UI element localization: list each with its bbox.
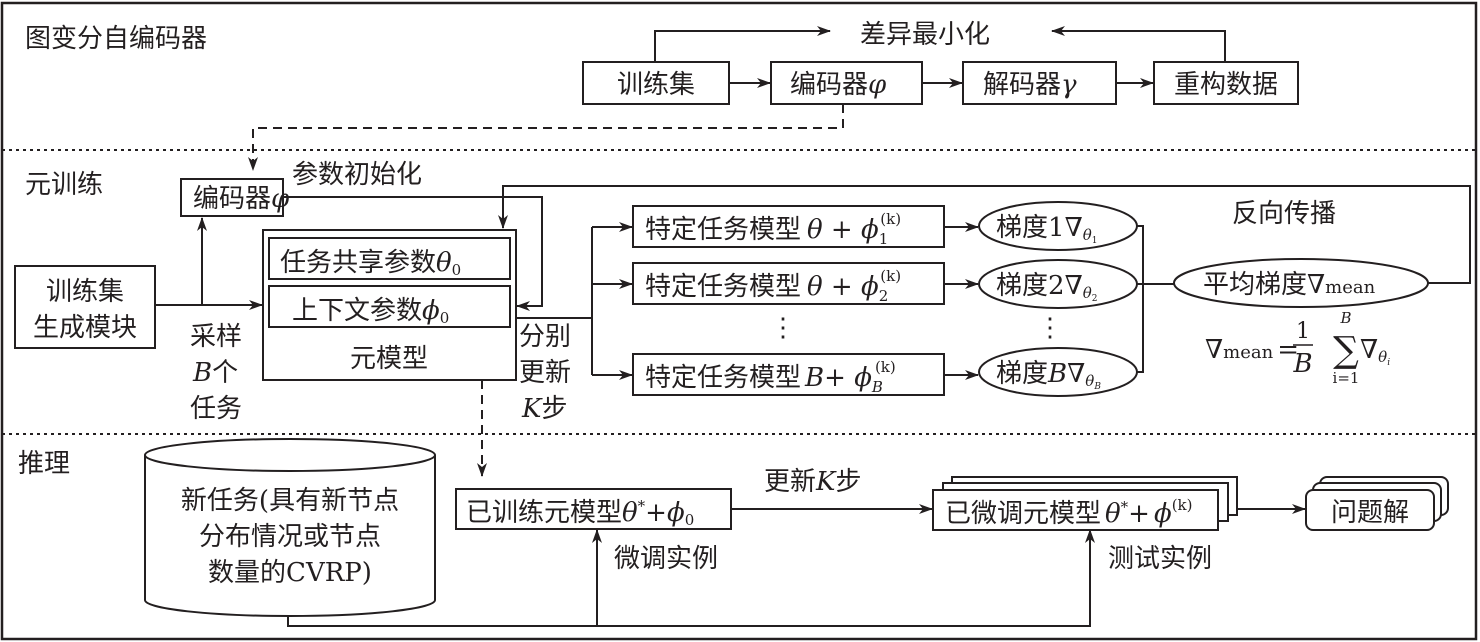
vgae-reconstructed-label: 重构数据 bbox=[1174, 70, 1278, 100]
trained-meta-model-box: 已训练元模型θ*+ϕ0 bbox=[455, 488, 732, 530]
new-task-database: 新任务(具有新节点 分布情况或节点 数量的CVRP) bbox=[144, 438, 436, 617]
backprop-label: 反向传播 bbox=[1232, 199, 1336, 229]
finetune-instances-label: 微调实例 bbox=[614, 544, 718, 574]
mean-gradient-formula: ∇mean= 1 B B ∑ i=1 ∇θi bbox=[1205, 309, 1390, 387]
solution-stack: 问题解 bbox=[1305, 476, 1449, 531]
vgae-encoder-box: 编码器φ bbox=[770, 61, 923, 105]
new-task-line3: 数量的CVRP) bbox=[208, 558, 372, 588]
param-init-label: 参数初始化 bbox=[292, 160, 422, 190]
update-line3: K步 bbox=[521, 394, 567, 424]
section-title-inference: 推理 bbox=[18, 449, 70, 479]
sample-line3: 任务 bbox=[190, 394, 242, 424]
arrow-test-instances bbox=[287, 529, 1095, 627]
sample-line1: 采样 bbox=[190, 322, 242, 352]
meta-encoder-box: 编码器φ bbox=[180, 178, 290, 217]
vgae-decoder-label: 解码器γ bbox=[983, 70, 1077, 100]
vgae-decoder-box: 解码器γ bbox=[962, 61, 1117, 105]
minimize-diff-label: 差异最小化 bbox=[860, 20, 990, 50]
gradient-vdots: ⋮ bbox=[1037, 313, 1063, 343]
mean-gradient: 平均梯度∇mean bbox=[1173, 258, 1429, 308]
section-title-vgae: 图变分自编码器 bbox=[25, 24, 207, 54]
gradient-collector bbox=[1137, 225, 1144, 373]
formula-rhs: ∇θi bbox=[1360, 335, 1390, 368]
meta-model-label: 元模型 bbox=[350, 344, 428, 374]
context-params-label: 上下文参数ϕ0 bbox=[292, 296, 449, 327]
arrow-recon-to-diff bbox=[1051, 26, 1226, 62]
solution-label: 问题解 bbox=[1331, 498, 1409, 528]
context-params-box bbox=[268, 285, 511, 328]
gradient-1-label: 梯度1∇θ1 bbox=[996, 213, 1097, 246]
test-instances-label: 测试实例 bbox=[1108, 544, 1212, 574]
new-task-line2: 分布情况或节点 bbox=[199, 522, 381, 552]
update-line1: 分别 bbox=[519, 322, 571, 352]
meta-model-box: 任务共享参数θ0 上下文参数ϕ0 元模型 bbox=[262, 229, 517, 381]
shared-params-box bbox=[268, 237, 511, 280]
vgae-training-set-box: 训练集 bbox=[582, 61, 730, 105]
update-line2: 更新 bbox=[519, 358, 571, 388]
formula-sum-lower: i=1 bbox=[1333, 369, 1360, 387]
section-title-meta-training: 元训练 bbox=[25, 170, 103, 200]
sample-line2: B个 bbox=[192, 358, 238, 388]
dashed-arrow-encoder-transfer bbox=[248, 104, 844, 171]
generator-line1: 训练集 bbox=[46, 277, 124, 307]
formula-numerator: 1 bbox=[1296, 319, 1310, 344]
generator-line2: 生成模块 bbox=[33, 313, 137, 343]
gradient-B-label: 梯度B∇θB bbox=[996, 359, 1101, 392]
vgae-encoder-label: 编码器φ bbox=[790, 70, 887, 100]
formula-lhs: ∇mean= bbox=[1205, 335, 1299, 365]
arrow-backpropagation bbox=[498, 185, 1471, 284]
trained-meta-model-label: 已训练元模型θ*+ϕ0 bbox=[466, 497, 694, 529]
vgae-reconstructed-box: 重构数据 bbox=[1153, 61, 1299, 105]
vgae-training-set-label: 训练集 bbox=[617, 70, 695, 100]
arrow-trainset-to-diff bbox=[654, 26, 831, 62]
gradient-2-label: 梯度2∇θ2 bbox=[996, 271, 1097, 304]
shared-params-label: 任务共享参数θ0 bbox=[280, 248, 461, 279]
mean-gradient-label: 平均梯度∇mean bbox=[1203, 270, 1376, 300]
formula-denominator: B bbox=[1292, 349, 1312, 379]
gradient-2: 梯度2∇θ2 bbox=[978, 259, 1138, 309]
update-k-label: 更新K步 bbox=[764, 467, 861, 497]
training-set-generator-box: 训练集 生成模块 bbox=[14, 265, 156, 349]
formula-sigma: ∑ bbox=[1333, 330, 1359, 371]
gradient-1: 梯度1∇θ1 bbox=[978, 201, 1138, 251]
gradient-B: 梯度B∇θB bbox=[978, 347, 1138, 397]
new-task-line1: 新任务(具有新节点 bbox=[181, 486, 399, 516]
meta-encoder-label: 编码器φ bbox=[193, 184, 290, 214]
formula-sum-upper: B bbox=[1339, 309, 1351, 327]
task-model-vdots: ⋮ bbox=[770, 313, 796, 343]
arrow-param-init bbox=[283, 196, 543, 311]
